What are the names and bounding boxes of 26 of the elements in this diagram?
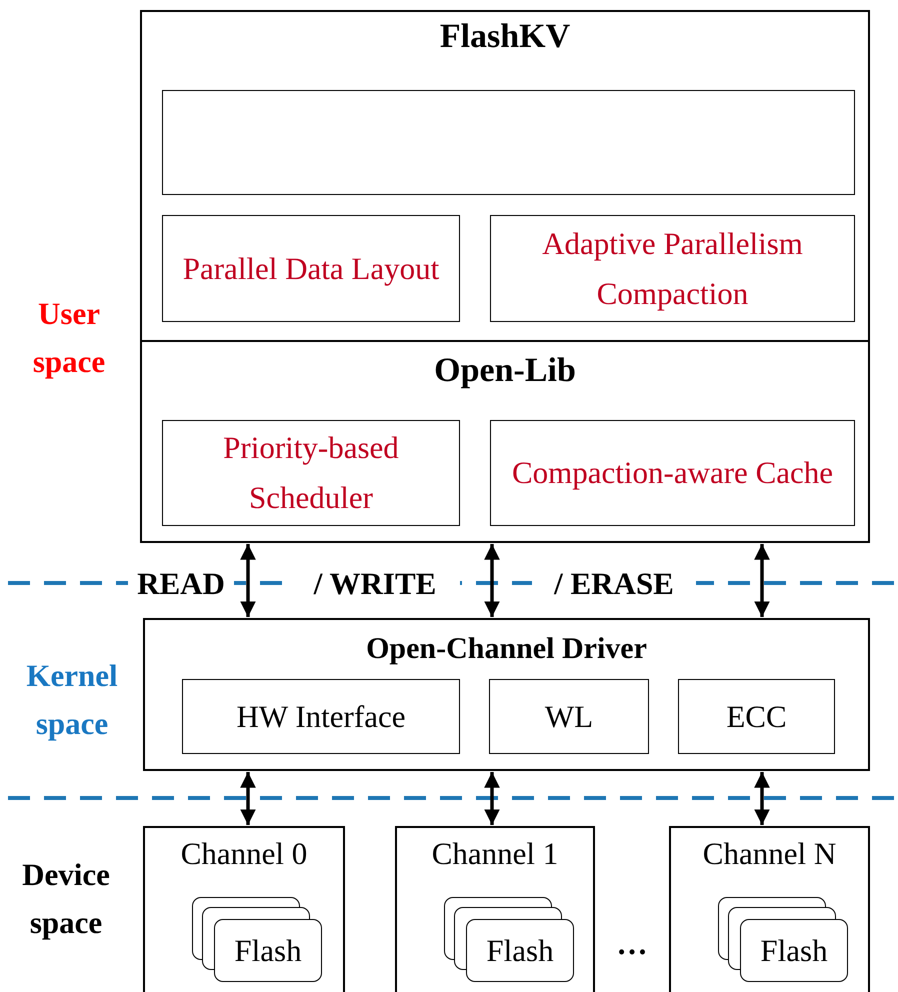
layer-title: FlashKV <box>438 18 572 56</box>
channel-title: Channel N <box>702 836 838 872</box>
layer-box <box>143 618 870 771</box>
component-box: Parallel Data Layout <box>162 215 460 322</box>
double-arrow <box>754 544 770 617</box>
component-box: HW Interface <box>182 679 460 754</box>
double-arrow <box>240 772 256 825</box>
channel-title: Channel 1 <box>430 836 560 872</box>
double-arrow <box>754 772 770 825</box>
empty-box <box>162 90 855 195</box>
component-box: WL <box>489 679 649 754</box>
double-arrow <box>484 544 500 617</box>
layer-box <box>140 340 870 543</box>
component-box: Adaptive Parallelism Compaction <box>490 215 855 322</box>
channel-box <box>395 826 595 992</box>
component-box: Compaction-aware Cache <box>490 420 855 526</box>
double-arrow <box>240 544 256 617</box>
layer-title: Open-Channel Driver <box>365 632 648 666</box>
layer-title: Open-Lib <box>433 352 577 390</box>
channel-box <box>669 826 870 992</box>
component-box: ECC <box>678 679 835 754</box>
layer-box <box>140 10 870 342</box>
component-box: Priority-based Scheduler <box>162 420 460 526</box>
channel-title: Channel 0 <box>180 836 308 872</box>
channel-box <box>143 826 345 992</box>
double-arrow <box>484 772 500 825</box>
